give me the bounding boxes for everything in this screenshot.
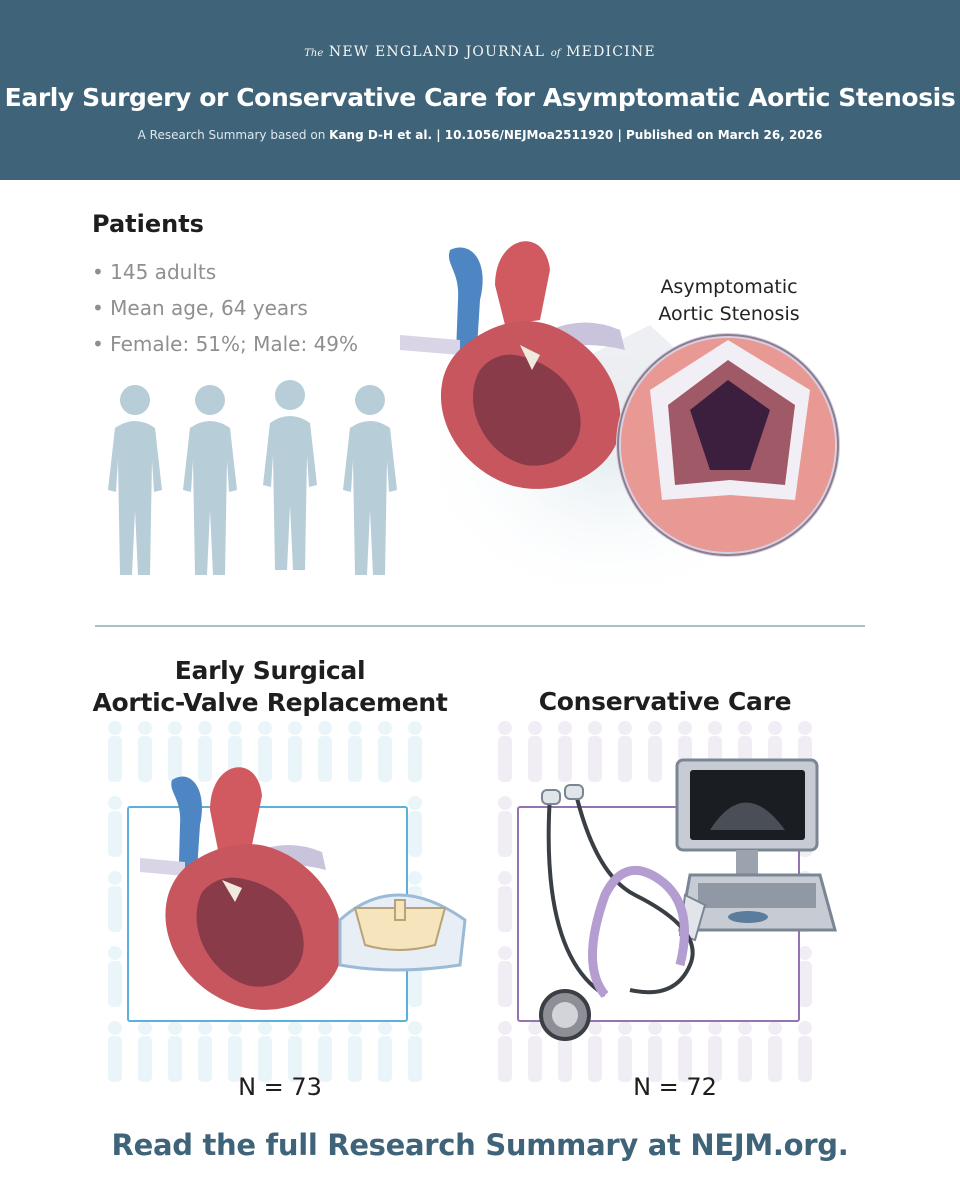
citation-prefix: A Research Summary based on <box>137 128 326 142</box>
footer-link[interactable]: Read the full Research Summary at NEJM.o… <box>111 1128 849 1162</box>
patients-item-count: • 145 adults <box>92 260 217 284</box>
surgery-arm-n: N = 73 <box>238 1073 322 1101</box>
citation-link[interactable]: Kang D-H et al. | 10.1056/NEJMoa2511920 … <box>329 128 823 142</box>
conservative-arm-title: Conservative Care <box>538 687 792 716</box>
surgery-arm-title: Early Surgical Aortic-Valve Replacement <box>92 656 448 717</box>
heart-with-stenosis-illustration <box>400 241 840 600</box>
journal-name: The NEW ENGLAND JOURNAL of MEDICINE <box>304 44 656 60</box>
header-banner: The NEW ENGLAND JOURNAL of MEDICINE Earl… <box>0 0 960 180</box>
conservative-arm-n: N = 72 <box>633 1073 717 1101</box>
stenosis-label: Asymptomatic Aortic Stenosis <box>658 276 800 325</box>
patients-heading: Patients <box>92 210 204 238</box>
stethoscope-ultrasound-illustration <box>539 758 837 1041</box>
patients-item-age: • Mean age, 64 years <box>92 296 308 320</box>
patients-item-sex: • Female: 51%; Male: 49% <box>92 332 359 356</box>
page-title: Early Surgery or Conservative Care for A… <box>4 83 956 112</box>
section-divider <box>95 625 865 627</box>
citation-line: A Research Summary based on Kang D-H et … <box>0 128 960 142</box>
patient-silhouettes-illustration <box>108 380 397 575</box>
heart-valve-replacement-illustration <box>140 767 467 1010</box>
